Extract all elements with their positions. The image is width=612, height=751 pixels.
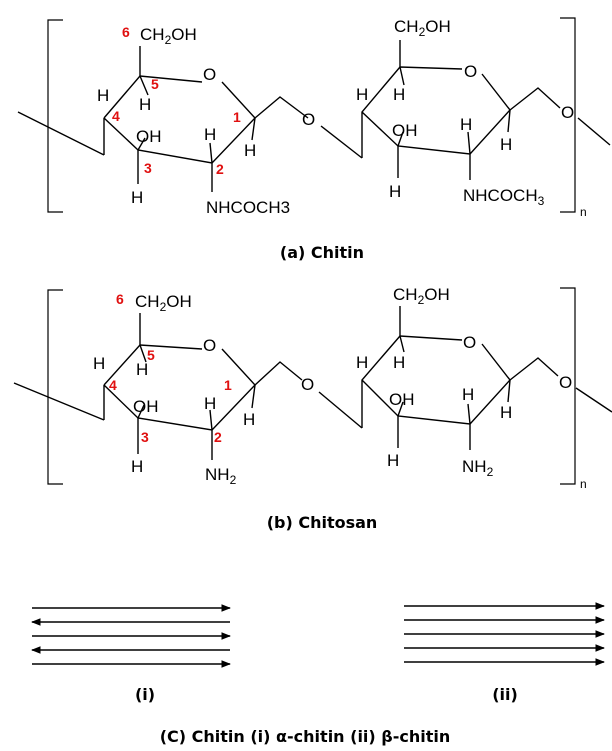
carbon-number-4: 4	[112, 108, 120, 124]
alpha-chitin-chains	[31, 604, 231, 668]
ring2-ring-oxygen: O	[464, 62, 477, 81]
ring2-side-group: NHCOCH3	[463, 186, 545, 208]
ring2-h-c4: H	[356, 85, 368, 104]
end-oxygen: O	[559, 373, 572, 392]
carbon-number-1: 1	[224, 377, 232, 393]
carbon-number-1: 1	[233, 109, 241, 125]
right-bracket	[560, 287, 576, 485]
carbon-number-3: 3	[141, 429, 149, 445]
glycosidic-oxygen: O	[302, 110, 315, 129]
bridge-bonds	[320, 125, 363, 159]
glycosidic-oxygen: O	[301, 375, 314, 394]
ring1-h-c4: H	[93, 354, 105, 373]
ring1-substituents	[137, 313, 303, 460]
left-bracket	[47, 289, 63, 485]
left-bracket	[47, 19, 63, 213]
chain-caption: (C) Chitin (i) α-chitin (ii) β-chitin	[160, 727, 451, 746]
ring1-h-c5: H	[139, 95, 151, 114]
ring1-h-c2: H	[204, 394, 216, 413]
repeat-n: n	[580, 477, 587, 491]
chain-orientation: (i) (ii) (C) Chitin (i) α-chitin (ii) β-…	[31, 602, 605, 746]
ring1-h-c4: H	[97, 86, 109, 105]
ring2-substituents	[397, 306, 612, 450]
end-oxygen: O	[561, 103, 574, 122]
chitosan-caption: (b) Chitosan	[267, 513, 378, 532]
bridge-bonds	[318, 391, 363, 429]
ring1-oh: OH	[136, 127, 162, 146]
carbon-number-4: 4	[109, 377, 117, 393]
ring2-h-c4: H	[356, 353, 368, 372]
ring1-bonds	[13, 344, 256, 431]
ring2-h-c2: H	[462, 385, 474, 404]
carbon-number-6: 6	[122, 24, 130, 40]
ring1-h-c3: H	[131, 457, 143, 476]
ring2-h-c5: H	[393, 353, 405, 372]
ring2-bonds	[361, 335, 511, 428]
ring1-h-c1: H	[244, 141, 256, 160]
carbon-number-5: 5	[147, 347, 155, 363]
alpha-label: (i)	[135, 685, 155, 704]
ring1-ch2oh: CH2OH	[140, 25, 197, 47]
ring1-side-group: NHCOCH3	[206, 198, 290, 217]
ring2-side-group: NH2	[462, 457, 494, 479]
ring1-h-c5: H	[136, 360, 148, 379]
ring1-h-c1: H	[243, 410, 255, 429]
ring1-ring-oxygen: O	[203, 336, 216, 355]
ring1-side-group: NH2	[205, 465, 237, 487]
ring1-ring-oxygen: O	[203, 65, 216, 84]
right-bracket	[560, 17, 576, 213]
chitin-caption: (a) Chitin	[280, 243, 364, 262]
ring2-ch2oh: CH2OH	[394, 17, 451, 39]
carbon-number-2: 2	[216, 161, 224, 177]
chitin-structure: n CH2OH O H H OH H H H NHCOCH3 6 5 4 3 2…	[17, 17, 611, 262]
ring2-h-c1: H	[500, 135, 512, 154]
ring1-bonds	[17, 75, 256, 164]
ring2-h-c3: H	[389, 182, 401, 201]
carbon-number-6: 6	[116, 291, 124, 307]
ring2-bonds	[361, 66, 511, 158]
ring1-ch2oh: CH2OH	[135, 292, 192, 314]
carbon-number-3: 3	[144, 160, 152, 176]
ring2-ring-oxygen: O	[463, 333, 476, 352]
repeat-n: n	[580, 205, 587, 219]
ring2-substituents	[397, 40, 611, 180]
chitosan-structure: n CH2OH O H H OH H H H NH2 6 5 4 3 2 1 O…	[13, 285, 612, 532]
ring2-h-c2: H	[460, 115, 472, 134]
beta-label: (ii)	[492, 685, 518, 704]
ring2-oh: OH	[392, 121, 418, 140]
ring2-oh: OH	[389, 390, 415, 409]
ring2-ch2oh: CH2OH	[393, 285, 450, 307]
ring1-oh: OH	[133, 397, 159, 416]
ring2-h-c3: H	[387, 451, 399, 470]
carbon-number-5: 5	[151, 76, 159, 92]
ring2-h-c1: H	[500, 403, 512, 422]
ring1-h-c2: H	[204, 125, 216, 144]
carbon-number-2: 2	[214, 429, 222, 445]
ring2-h-c5: H	[393, 85, 405, 104]
ring1-h-c3: H	[131, 188, 143, 207]
beta-chitin-chains	[404, 602, 605, 666]
ring1-substituents	[137, 46, 309, 192]
